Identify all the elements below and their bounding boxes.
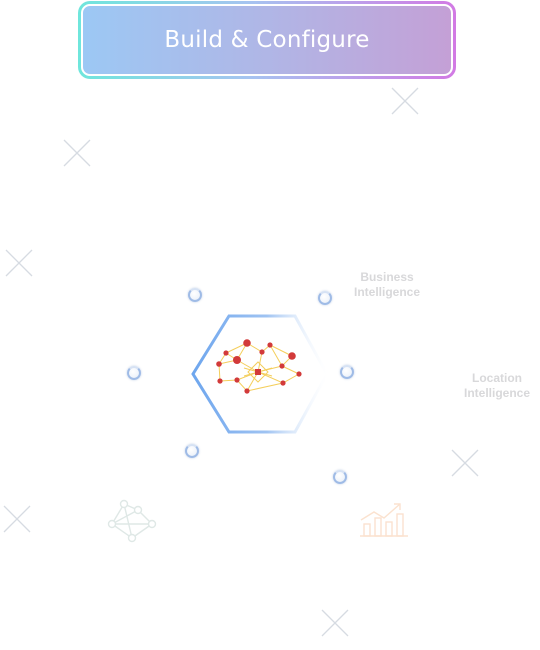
bar-chart-trend-icon xyxy=(360,503,408,537)
sparkle-icon xyxy=(451,449,479,477)
orbit-node-bottom-left[interactable] xyxy=(185,444,199,458)
sparkle-icon xyxy=(321,609,349,637)
business-label-line-2: Intelligence xyxy=(353,285,421,299)
sparkle-icon xyxy=(5,249,33,277)
sparkle-icon xyxy=(391,87,419,115)
sparkle-icon xyxy=(63,139,91,167)
neural-network-icon xyxy=(216,339,302,394)
orbit-node-right[interactable] xyxy=(340,365,354,379)
location-label-line-2: Intelligence xyxy=(463,386,531,400)
sparkle-icon xyxy=(3,505,31,533)
orbit-node-top-left[interactable] xyxy=(188,288,202,302)
build-configure-button[interactable]: Build & Configure xyxy=(81,4,453,76)
location-label-line-1: Location xyxy=(472,371,522,385)
title-frame: Build & Configure xyxy=(78,1,456,79)
business-intelligence-label: Business Intelligence xyxy=(332,270,442,300)
location-intelligence-label: Location Intelligence xyxy=(442,371,540,401)
orbit-node-top-right[interactable] xyxy=(318,291,332,305)
orbit-node-left[interactable] xyxy=(127,366,141,380)
business-label-line-1: Business xyxy=(360,270,414,284)
network-graph-icon xyxy=(107,499,157,543)
title-label: Build & Configure xyxy=(164,27,370,53)
hexagon-frame xyxy=(191,314,329,434)
orbit-node-bottom-right[interactable] xyxy=(333,470,347,484)
